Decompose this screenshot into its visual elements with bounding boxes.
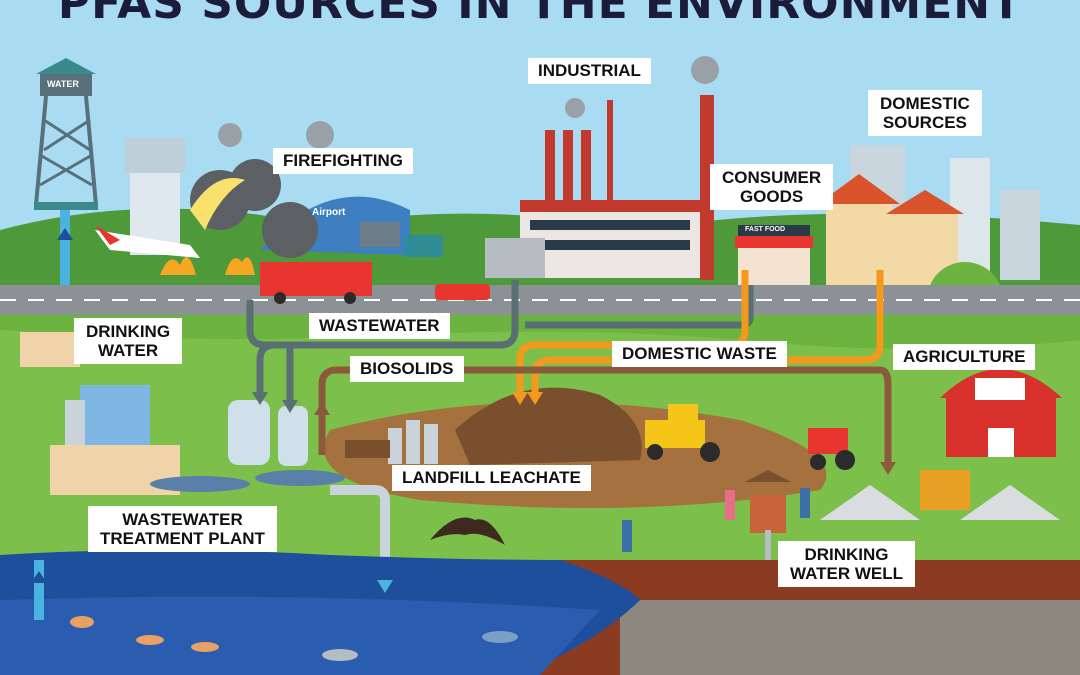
treatment-plant xyxy=(20,332,345,495)
intake-pipe xyxy=(34,560,44,620)
airport-sign: Airport xyxy=(312,207,346,218)
airplane xyxy=(95,225,200,258)
label-consumer-goods-line1: CONSUMER xyxy=(722,168,822,187)
eagle xyxy=(430,517,505,545)
car xyxy=(435,284,490,300)
label-drinking-water-well-line2: WATER WELL xyxy=(790,564,903,583)
fire-truck xyxy=(260,262,372,304)
page-title: PFAS SOURCES IN THE ENVIRONMENT xyxy=(57,0,1023,29)
biosolids-flow xyxy=(318,366,892,465)
label-domestic-sources: DOMESTIC SOURCES xyxy=(868,90,982,136)
label-firefighting: FIREFIGHTING xyxy=(273,148,413,174)
water-tower xyxy=(34,58,98,210)
fire xyxy=(160,178,255,275)
label-domestic-sources-line1: DOMESTIC xyxy=(880,94,970,113)
label-agriculture: AGRICULTURE xyxy=(893,344,1036,370)
fast-food-sign: FAST FOOD xyxy=(745,226,786,233)
flow-arrowheads xyxy=(31,228,896,593)
tractor xyxy=(808,428,855,470)
fish xyxy=(70,616,518,661)
label-consumer-goods: CONSUMER GOODS xyxy=(710,164,834,210)
label-industrial: INDUSTRIAL xyxy=(528,58,651,84)
bulldozer xyxy=(645,404,720,462)
label-biosolids: BIOSOLIDS xyxy=(350,356,464,382)
label-drinking-water-well-line1: DRINKING xyxy=(804,545,889,564)
waste-pile xyxy=(455,387,642,465)
label-domestic-sources-line2: SOURCES xyxy=(882,113,967,132)
landfill-tanks xyxy=(345,420,438,464)
label-landfill-leachate: LANDFILL LEACHATE xyxy=(392,465,591,491)
outlet-pipe xyxy=(330,485,390,640)
label-drinking-water: DRINKING WATER xyxy=(74,318,183,364)
fast-food-shop xyxy=(735,225,813,285)
sprayer xyxy=(820,470,1060,520)
label-wwtp-line1: WASTEWATER xyxy=(122,510,243,529)
label-domestic-waste: DOMESTIC WASTE xyxy=(612,341,787,367)
factory xyxy=(485,95,714,280)
label-drinking-water-line2: WATER xyxy=(97,341,159,360)
label-wastewater-treatment-plant: WASTEWATER TREATMENT PLANT xyxy=(88,506,277,552)
label-drinking-water-well: DRINKING WATER WELL xyxy=(778,541,915,587)
water-tower-sign: WATER xyxy=(47,79,79,89)
barn xyxy=(940,369,1062,457)
label-wastewater: WASTEWATER xyxy=(309,313,450,339)
houses xyxy=(818,174,964,285)
label-wwtp-line2: TREATMENT PLANT xyxy=(100,529,265,548)
people xyxy=(622,488,810,552)
label-consumer-goods-line2: GOODS xyxy=(739,187,804,206)
label-drinking-water-line1: DRINKING xyxy=(86,322,171,341)
